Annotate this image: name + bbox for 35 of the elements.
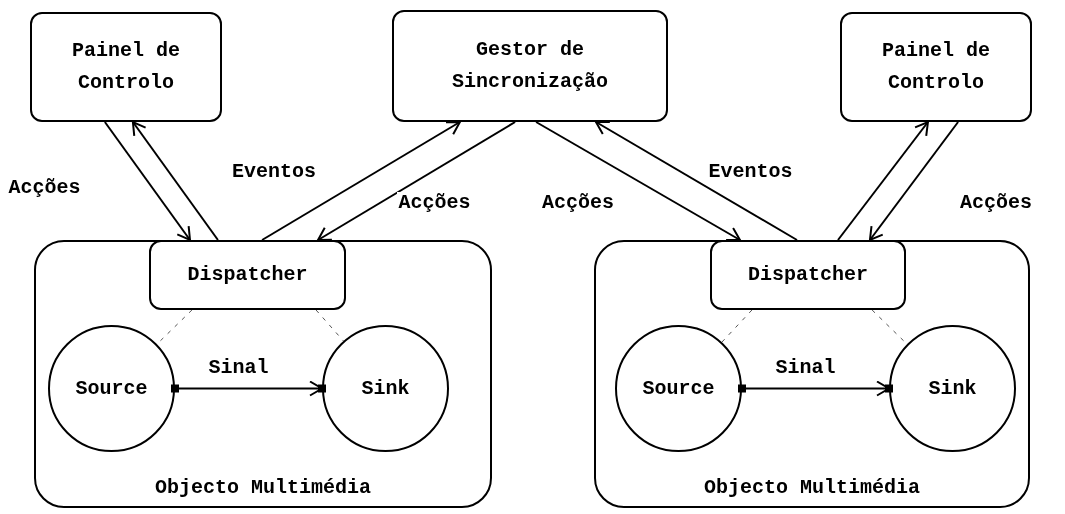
edge-label: Acções — [396, 192, 473, 214]
node-label: Painel de Controlo — [71, 38, 181, 96]
component-circle — [322, 325, 449, 452]
process-box — [840, 12, 1032, 122]
node-label: Objecto Multimédia — [703, 475, 920, 501]
node-label: Source — [75, 375, 148, 402]
dotted-line — [721, 309, 753, 343]
node-label: Gestor de Sincronização — [451, 37, 609, 95]
edge-label: Acções — [6, 177, 83, 199]
component-circle — [615, 325, 742, 452]
arrow — [317, 121, 517, 241]
process-box — [30, 12, 222, 122]
object-container — [34, 240, 492, 508]
object-container — [594, 240, 1030, 508]
node-label: Dispatcher — [187, 262, 308, 288]
node-label: Objecto Multimédia — [154, 475, 371, 501]
arrow — [535, 121, 741, 242]
dotted-line — [315, 309, 344, 342]
component-circle — [889, 325, 1016, 452]
process-box — [392, 10, 668, 122]
arrow — [131, 121, 219, 241]
node-label: Sink — [928, 375, 977, 402]
process-box — [149, 240, 346, 310]
node-label: Source — [642, 375, 715, 402]
process-box — [710, 240, 906, 310]
edge-label: Acções — [958, 192, 1034, 214]
component-circle — [48, 325, 175, 452]
node-label: Dispatcher — [748, 262, 868, 288]
arrow — [594, 121, 798, 241]
arrow — [261, 121, 461, 241]
arrow — [837, 121, 929, 241]
arrow — [868, 121, 960, 241]
arrow — [103, 121, 191, 241]
node-label: Sink — [361, 375, 410, 402]
node-label: Painel de Controlo — [881, 38, 991, 96]
